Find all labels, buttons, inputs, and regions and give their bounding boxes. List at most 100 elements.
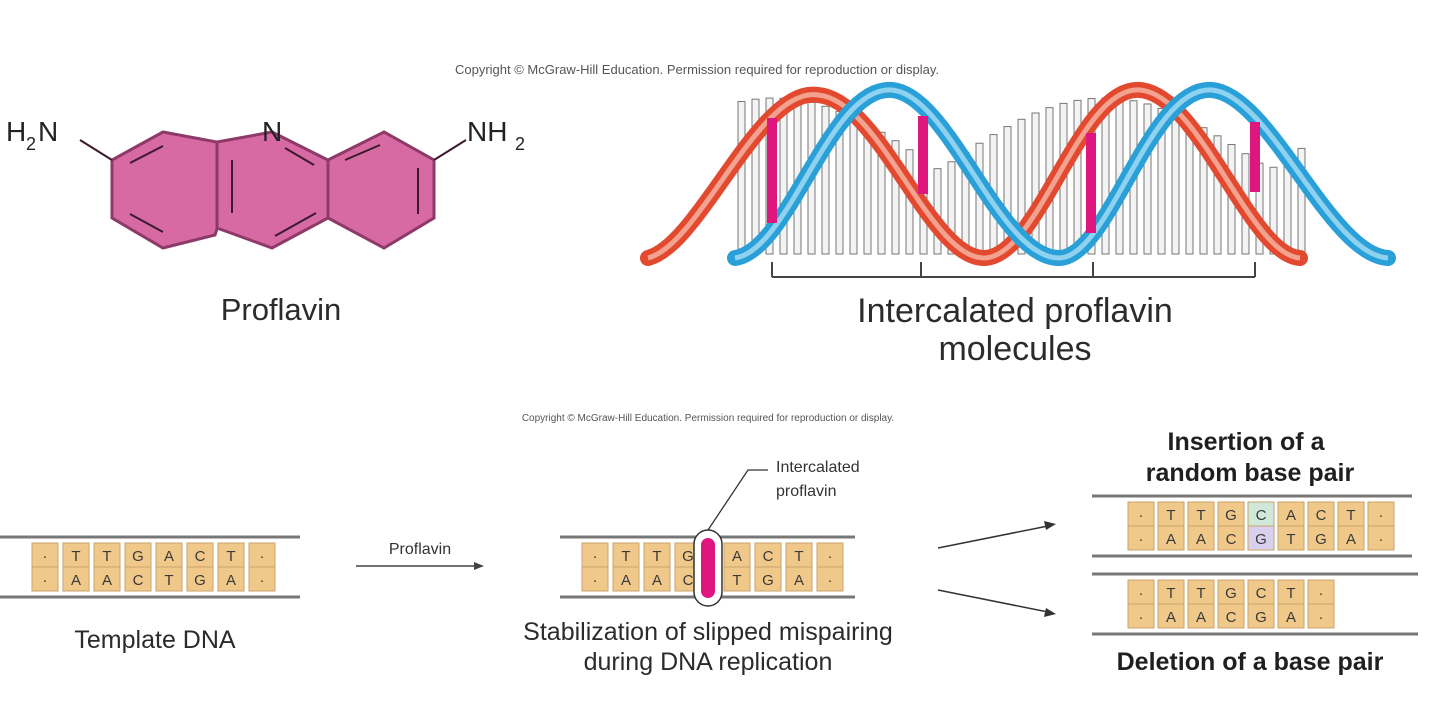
deletion-title: Deletion of a base pair [1117, 648, 1384, 676]
base-top [62, 542, 90, 568]
base-top-letter: A [1286, 507, 1296, 524]
base-bottom [581, 566, 609, 592]
base-bottom-letter: T [732, 572, 741, 589]
helix-rung [891, 140, 900, 255]
base-bottom-letter: · [1139, 531, 1144, 548]
base-top-letter: · [1139, 507, 1144, 524]
base-bottom-letter: G [762, 572, 774, 589]
base-bottom [1217, 525, 1245, 551]
base-bottom [816, 566, 844, 592]
nh2-left-subscript: 2 [26, 134, 36, 154]
intercalator-2 [918, 116, 928, 194]
helix-rung [947, 161, 956, 255]
base-bottom-letter: · [43, 572, 48, 589]
base-top-letter: T [71, 548, 80, 565]
base-bottom [1307, 525, 1335, 551]
base-bottom [754, 566, 782, 592]
base-top [248, 542, 276, 568]
copyright-top: Copyright © McGraw-Hill Education. Permi… [455, 62, 939, 77]
double-helix [640, 82, 1396, 267]
base-bottom-letter: G [1255, 531, 1267, 548]
proflavin-arrow-head [474, 562, 484, 570]
callout-line2: proflavin [776, 483, 836, 500]
ring-nitrogen: N [262, 116, 282, 147]
base-top [1337, 501, 1365, 527]
base-bottom-letter: A [652, 572, 662, 589]
base-bottom-letter: G [1255, 609, 1267, 626]
helix-caption-line1: Intercalated proflavin [857, 292, 1173, 330]
base-top [581, 542, 609, 568]
base-top-letter: T [1166, 507, 1175, 524]
base-top [1307, 579, 1335, 605]
base-top [1127, 501, 1155, 527]
base-bottom-letter: · [1139, 609, 1144, 626]
base-bottom [1247, 603, 1275, 629]
base-top [1187, 501, 1215, 527]
helix-rung [1073, 99, 1082, 255]
base-bottom [723, 566, 751, 592]
base-top [93, 542, 121, 568]
base-top-letter: C [763, 548, 774, 565]
base-bottom-letter: A [794, 572, 804, 589]
base-bottom-letter: A [1166, 609, 1176, 626]
base-bottom-letter: · [828, 572, 833, 589]
helix-rung [1157, 107, 1166, 255]
base-bottom [1337, 525, 1365, 551]
base-top-letter: C [1256, 507, 1267, 524]
stabilization-label-line2: during DNA replication [584, 648, 833, 676]
base-bottom-letter: T [164, 572, 173, 589]
base-top-letter: A [732, 548, 742, 565]
right-ring [326, 130, 436, 250]
base-top [1217, 501, 1245, 527]
strand-red-highlight [647, 87, 1301, 261]
helix-rung [849, 116, 858, 255]
base-top-letter: T [226, 548, 235, 565]
base-bottom-letter: A [1166, 531, 1176, 548]
intercalator-4 [1250, 122, 1260, 192]
base-top [186, 542, 214, 568]
base-top-letter: G [1225, 507, 1237, 524]
base-bottom [612, 566, 640, 592]
base-bottom [155, 566, 183, 592]
base-top-letter: T [1286, 585, 1295, 602]
insertion-title-line1: Insertion of a [1168, 428, 1326, 456]
base-bottom [1127, 525, 1155, 551]
base-top-letter: · [593, 548, 598, 565]
base-top [1127, 579, 1155, 605]
base-bottom [1217, 603, 1245, 629]
base-bottom [1277, 603, 1305, 629]
base-bottom [217, 566, 245, 592]
strand-blue-highlight [734, 87, 1389, 261]
base-bottom [1367, 525, 1395, 551]
base-top-letter: T [621, 548, 630, 565]
base-top-letter: T [1196, 507, 1205, 524]
base-bottom [643, 566, 671, 592]
helix-rung [1143, 103, 1152, 255]
base-bottom-letter: A [226, 572, 236, 589]
base-bottom [93, 566, 121, 592]
base-top-letter: · [260, 548, 265, 565]
base-bottom [1307, 603, 1335, 629]
callout-line1: Intercalated [776, 459, 860, 476]
base-bottom [1187, 603, 1215, 629]
base-bottom-letter: G [1315, 531, 1327, 548]
intercalator-3 [1086, 133, 1096, 233]
base-top-letter: · [43, 548, 48, 565]
intercalation-bracket [771, 262, 1256, 278]
intercalator-1 [767, 118, 777, 223]
base-top-letter: G [1225, 585, 1237, 602]
helix-rung [821, 105, 830, 255]
base-top [31, 542, 59, 568]
base-top-letter: T [1196, 585, 1205, 602]
helix-rung [1171, 113, 1180, 255]
deletion-arrow [937, 589, 1049, 613]
insertion-arrow [937, 525, 1049, 549]
base-bottom [1127, 603, 1155, 629]
base-top [1367, 501, 1395, 527]
base-top [1157, 579, 1185, 605]
base-bottom-letter: A [1196, 609, 1206, 626]
